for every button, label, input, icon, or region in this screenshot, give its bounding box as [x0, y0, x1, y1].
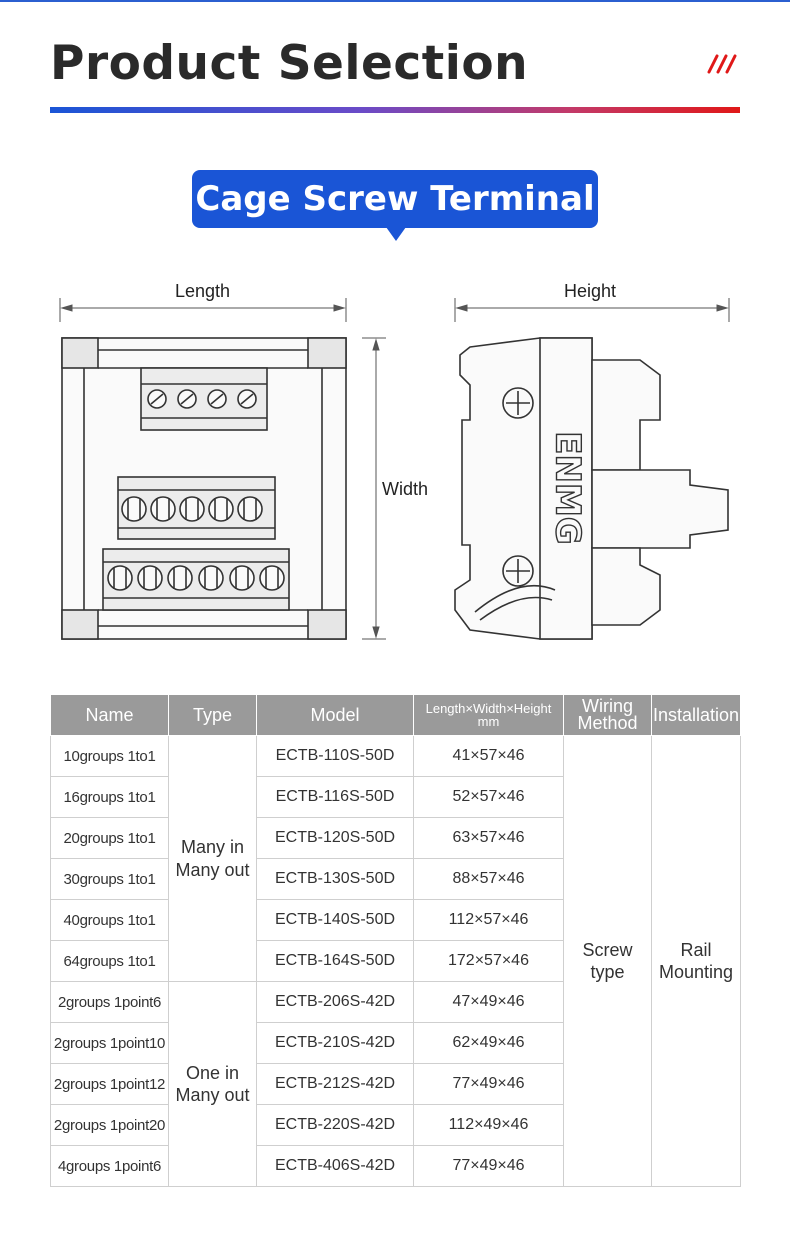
row-dims: 172×57×46	[413, 940, 564, 982]
col-header-installation: Installation	[651, 694, 741, 736]
row-name: 2groups 1point6	[50, 981, 169, 1023]
col-header-model: Model	[256, 694, 414, 736]
row-model: ECTB-116S-50D	[256, 776, 414, 818]
side-view-drawing: ENMG	[454, 337, 729, 640]
row-model: ECTB-110S-50D	[256, 735, 414, 777]
technical-drawing: ENMG	[59, 298, 730, 640]
row-name: 64groups 1to1	[50, 940, 169, 982]
row-dims: 63×57×46	[413, 817, 564, 859]
row-dims: 52×57×46	[413, 776, 564, 818]
row-model: ECTB-406S-42D	[256, 1145, 414, 1187]
col-header-type: Type	[168, 694, 257, 736]
row-name: 2groups 1point20	[50, 1104, 169, 1146]
row-dims: 41×57×46	[413, 735, 564, 777]
row-name: 4groups 1point6	[50, 1145, 169, 1187]
row-name: 2groups 1point12	[50, 1063, 169, 1105]
row-model: ECTB-210S-42D	[256, 1022, 414, 1064]
row-name: 20groups 1to1	[50, 817, 169, 859]
row-model: ECTB-140S-50D	[256, 899, 414, 941]
table-row: 2groups 1point10 ECTB-210S-42D 62×49×46	[50, 1022, 741, 1064]
row-model: ECTB-206S-42D	[256, 981, 414, 1023]
row-name: 40groups 1to1	[50, 899, 169, 941]
row-dims: 112×57×46	[413, 899, 564, 941]
row-dims: 47×49×46	[413, 981, 564, 1023]
col-header-name: Name	[50, 694, 169, 736]
row-dims: 62×49×46	[413, 1022, 564, 1064]
section-badge: Cage Screw Terminal	[192, 170, 598, 228]
width-label: Width	[382, 479, 429, 499]
row-name: 30groups 1to1	[50, 858, 169, 900]
row-model: ECTB-120S-50D	[256, 817, 414, 859]
page-title: Product Selection	[50, 36, 529, 91]
row-name: 16groups 1to1	[50, 776, 169, 818]
title-underline-gradient	[50, 107, 740, 113]
decorative-slashes-icon	[707, 54, 737, 74]
top-accent-line	[0, 0, 790, 2]
row-model: ECTB-220S-42D	[256, 1104, 414, 1146]
table-row: 16groups 1to1 ECTB-116S-50D 52×57×46	[50, 776, 741, 818]
row-name: 10groups 1to1	[50, 735, 169, 777]
table-row: 2groups 1point12 ECTB-212S-42D 77×49×46	[50, 1063, 741, 1105]
row-model: ECTB-164S-50D	[256, 940, 414, 982]
row-dims: 112×49×46	[413, 1104, 564, 1146]
brand-logo: ENMG	[548, 431, 588, 544]
length-label: Length	[175, 281, 231, 301]
table-row: 64groups 1to1 ECTB-164S-50D 172×57×46	[50, 940, 741, 982]
section-badge-pointer	[386, 227, 406, 241]
table-row: 30groups 1to1 ECTB-130S-50D 88×57×46	[50, 858, 741, 900]
row-dims: 88×57×46	[413, 858, 564, 900]
table-row: 2groups 1point20 ECTB-220S-42D 112×49×46	[50, 1104, 741, 1146]
row-name: 2groups 1point10	[50, 1022, 169, 1064]
table-row: 4groups 1point6 ECTB-406S-42D 77×49×46	[50, 1145, 741, 1187]
row-model: ECTB-212S-42D	[256, 1063, 414, 1105]
row-dims: 77×49×46	[413, 1063, 564, 1105]
front-view-drawing	[61, 337, 347, 640]
row-dims: 77×49×46	[413, 1145, 564, 1187]
row-model: ECTB-130S-50D	[256, 858, 414, 900]
height-label: Height	[564, 281, 617, 301]
